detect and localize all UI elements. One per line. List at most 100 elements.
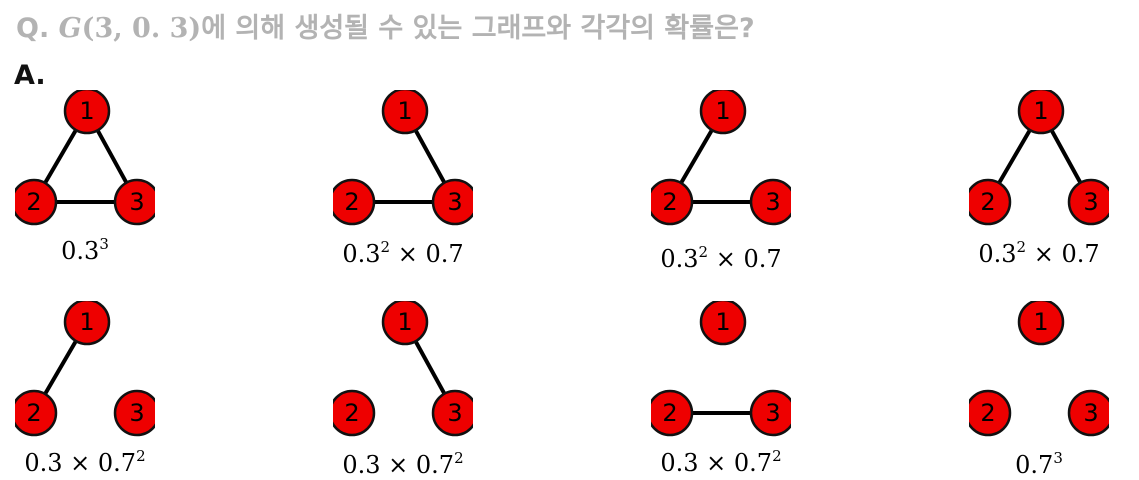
node-circle [15, 178, 58, 226]
answer-label: A. [14, 60, 46, 91]
node-circle [1067, 389, 1109, 437]
question-text: 에 의해 생성될 수 있는 그래프와 각각의 확률은? [201, 13, 755, 44]
node-3: 3 [431, 389, 473, 437]
graph-svg: 1 2 3 [969, 90, 1109, 226]
probability-label: 0.3 × 0.72 [333, 449, 473, 480]
node-circle [699, 90, 747, 135]
node-2: 2 [969, 178, 1012, 226]
probability-label: 0.33 [15, 237, 155, 266]
node-label: 3 [129, 399, 144, 427]
node-2: 2 [651, 178, 694, 226]
node-1: 1 [63, 90, 111, 135]
graph-symbol: G [58, 13, 82, 44]
prob-base: 0.3 × 0.7 [660, 449, 773, 477]
node-circle [749, 389, 791, 437]
node-label: 2 [344, 188, 359, 216]
node-1: 1 [381, 90, 429, 135]
node-label: 1 [397, 308, 412, 336]
graph-model-notation: G(3, 0. 3) [59, 13, 202, 44]
node-label: 3 [447, 399, 462, 427]
graph-svg: 1 2 3 [651, 90, 791, 226]
prob-exponent: 2 [454, 449, 464, 467]
node-label: 1 [715, 97, 730, 125]
node-3: 3 [113, 178, 155, 226]
node-2: 2 [969, 389, 1012, 437]
node-label: 1 [79, 308, 94, 336]
node-label: 3 [129, 188, 144, 216]
node-circle [1067, 178, 1109, 226]
node-circle [381, 301, 429, 346]
node-circle [749, 178, 791, 226]
prob-base: 0.3 [342, 240, 381, 268]
node-label: 3 [447, 188, 462, 216]
prob-exponent: 2 [1016, 238, 1027, 256]
node-label: 1 [79, 97, 94, 125]
graph-svg: 1 2 3 [651, 301, 791, 437]
probability-label: 0.32 × 0.7 [333, 238, 473, 269]
prob-base: 0.3 [660, 245, 699, 273]
node-circle [969, 389, 1012, 437]
node-circle [63, 90, 111, 135]
node-circle [431, 178, 473, 226]
prob-base: 0.3 [61, 237, 100, 265]
node-circle [113, 178, 155, 226]
prob-base: 0.7 [1015, 451, 1054, 479]
graph-svg: 1 2 3 [15, 90, 155, 226]
node-circle [15, 389, 58, 437]
node-1: 1 [63, 301, 111, 346]
prob-base: 0.3 [978, 240, 1017, 268]
node-circle [699, 301, 747, 346]
node-circle [431, 389, 473, 437]
probability-label: 0.3 × 0.72 [651, 449, 791, 478]
node-2: 2 [15, 178, 58, 226]
node-2: 2 [333, 178, 376, 226]
node-label: 3 [1083, 188, 1098, 216]
node-2: 2 [333, 389, 376, 437]
node-label: 3 [765, 399, 780, 427]
question-title: Q. G(3, 0. 3)에 의해 생성될 수 있는 그래프와 각각의 확률은? [16, 6, 755, 45]
node-1: 1 [699, 301, 747, 346]
node-label: 2 [980, 399, 995, 427]
prob-rest: × 0.7 [1026, 240, 1100, 268]
node-label: 2 [26, 399, 41, 427]
node-3: 3 [113, 389, 155, 437]
node-circle [113, 389, 155, 437]
node-circle [63, 301, 111, 346]
probability-label: 0.3 × 0.72 [15, 449, 155, 478]
node-label: 3 [1083, 399, 1098, 427]
node-3: 3 [1067, 178, 1109, 226]
prob-rest: × 0.7 [708, 245, 782, 273]
prob-exponent: 2 [698, 243, 709, 261]
graph-panel-7: 1 2 3 0.3 × 0.72 [651, 301, 791, 477]
node-label: 2 [662, 399, 677, 427]
node-3: 3 [749, 178, 791, 226]
question-prefix: Q. [16, 13, 59, 44]
node-circle [651, 389, 694, 437]
node-circle [651, 178, 694, 226]
node-label: 1 [397, 97, 412, 125]
node-circle [381, 90, 429, 135]
node-2: 2 [15, 389, 58, 437]
prob-exponent: 2 [380, 238, 391, 256]
prob-rest: × 0.7 [390, 240, 464, 268]
node-label: 1 [1033, 97, 1048, 125]
prob-exponent: 3 [1053, 449, 1063, 467]
node-3: 3 [749, 389, 791, 437]
graph-svg: 1 2 3 [333, 301, 473, 437]
node-circle [1017, 301, 1065, 346]
prob-base: 0.3 × 0.7 [342, 451, 455, 479]
graph-panel-1: 1 2 3 0.33 [15, 90, 155, 265]
node-circle [333, 389, 376, 437]
node-label: 2 [344, 399, 359, 427]
graph-svg: 1 2 3 [333, 90, 473, 226]
node-1: 1 [1017, 90, 1065, 135]
prob-base: 0.3 × 0.7 [24, 449, 137, 477]
graph-svg: 1 2 3 [15, 301, 155, 437]
node-3: 3 [431, 178, 473, 226]
